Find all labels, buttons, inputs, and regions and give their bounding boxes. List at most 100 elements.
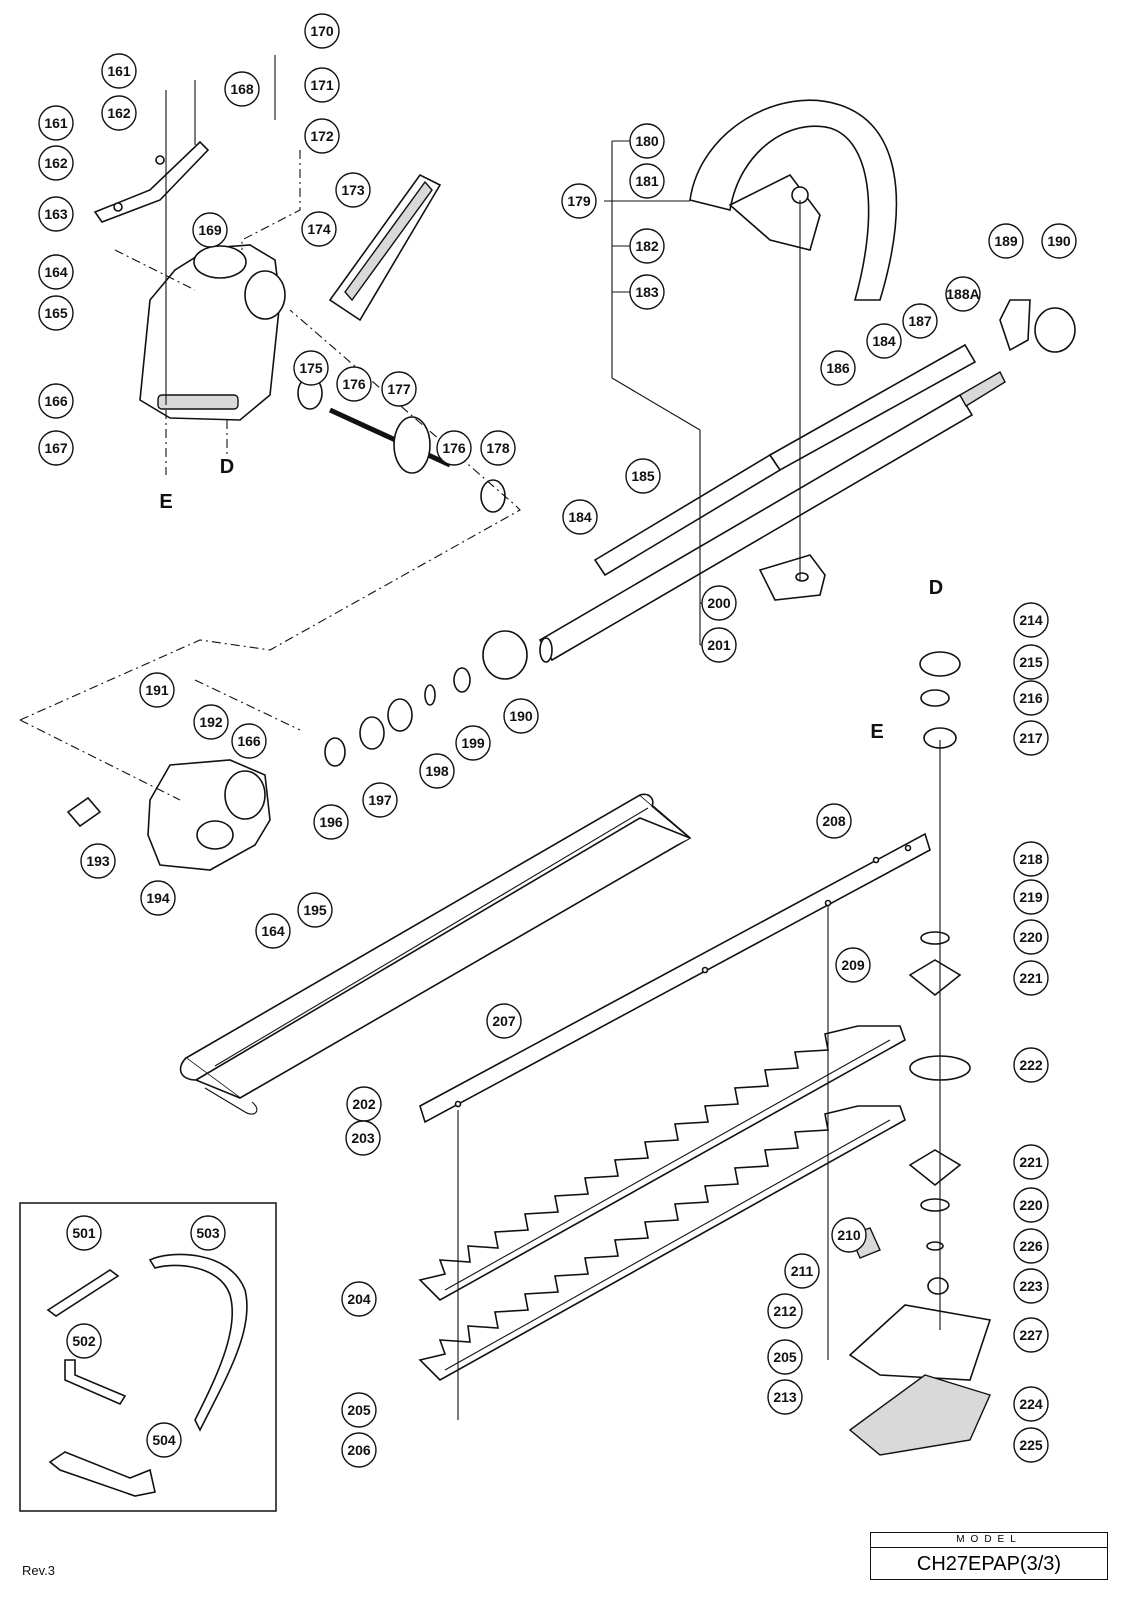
part-label-503: 503 <box>190 1215 226 1251</box>
part-label-circle <box>1013 1187 1049 1223</box>
handle-173 <box>328 173 442 322</box>
part-label-circle <box>140 880 176 916</box>
revision-text: Rev.3 <box>22 1563 55 1578</box>
gear-case-194 <box>66 759 271 871</box>
part-label-200: 200 <box>701 585 737 621</box>
part-label-166: 166 <box>231 723 267 759</box>
part-label-text: 220 <box>1019 929 1043 945</box>
part-label-circle <box>1013 1047 1049 1083</box>
part-label-text: 226 <box>1019 1238 1043 1254</box>
part-label-circle <box>561 183 597 219</box>
part-label-162: 162 <box>101 95 137 131</box>
gear-shaft-177 <box>297 376 506 513</box>
part-label-circle <box>1013 644 1049 680</box>
part-label-text: 190 <box>1047 233 1071 249</box>
part-label-text: 219 <box>1019 889 1043 905</box>
part-label-174: 174 <box>301 211 337 247</box>
part-label-text: 217 <box>1019 730 1043 746</box>
part-label-text: 212 <box>773 1303 797 1319</box>
part-label-circle <box>38 254 74 290</box>
part-label-circle <box>625 458 661 494</box>
part-label-181: 181 <box>629 163 665 199</box>
model-title: MODEL <box>871 1533 1107 1548</box>
part-label-205: 205 <box>341 1392 377 1428</box>
part-label-circle <box>1013 602 1049 638</box>
part-label-184: 184 <box>562 499 598 535</box>
part-label-circle <box>767 1379 803 1415</box>
part-label-circle <box>293 350 329 386</box>
part-label-text: 221 <box>1019 1154 1043 1170</box>
part-label-circle <box>1013 841 1049 877</box>
part-label-172: 172 <box>304 118 340 154</box>
part-label-225: 225 <box>1013 1427 1049 1463</box>
caps-190 <box>482 307 1076 680</box>
part-label-192: 192 <box>193 704 229 740</box>
part-label-circle <box>255 913 291 949</box>
part-label-198: 198 <box>419 753 455 789</box>
part-label-circle <box>66 1215 102 1251</box>
cutting-blades-204 <box>418 1025 906 1381</box>
part-label-161: 161 <box>38 105 74 141</box>
part-label-circle <box>784 1253 820 1289</box>
part-label-circle <box>945 276 981 312</box>
part-label-219: 219 <box>1013 879 1049 915</box>
part-label-text: 213 <box>773 1389 797 1405</box>
part-label-circle <box>820 350 856 386</box>
part-label-text: 181 <box>635 173 659 189</box>
part-label-text: 502 <box>72 1333 96 1349</box>
bracket-163 <box>93 140 210 223</box>
part-label-circle <box>866 323 902 359</box>
part-label-175: 175 <box>293 350 329 386</box>
part-label-text: 196 <box>319 814 343 830</box>
part-label-197: 197 <box>362 782 398 818</box>
part-label-circle <box>146 1422 182 1458</box>
part-label-182: 182 <box>629 228 665 264</box>
part-label-circle <box>38 196 74 232</box>
part-label-text: 169 <box>198 222 222 238</box>
part-label-circle <box>1013 720 1049 756</box>
part-label-221: 221 <box>1013 1144 1049 1180</box>
part-label-circle <box>297 892 333 928</box>
part-label-208: 208 <box>816 803 852 839</box>
part-label-213: 213 <box>767 1379 803 1415</box>
part-label-circle <box>304 67 340 103</box>
part-label-163: 163 <box>38 196 74 232</box>
part-label-text: 503 <box>196 1225 220 1241</box>
part-label-circle <box>101 95 137 131</box>
part-label-164: 164 <box>38 254 74 290</box>
part-label-text: 172 <box>310 128 334 144</box>
part-label-218: 218 <box>1013 841 1049 877</box>
part-label-text: 186 <box>826 360 850 376</box>
part-label-text: 167 <box>44 440 68 456</box>
part-label-206: 206 <box>341 1432 377 1468</box>
part-label-221: 221 <box>1013 960 1049 996</box>
part-label-circle <box>503 698 539 734</box>
blade-bar-203 <box>419 832 931 1124</box>
part-label-210: 210 <box>831 1217 867 1253</box>
part-label-text: 187 <box>908 313 932 329</box>
part-label-text: 176 <box>442 440 466 456</box>
part-label-circle <box>1013 1228 1049 1264</box>
part-label-text: 185 <box>631 468 655 484</box>
part-label-214: 214 <box>1013 602 1049 638</box>
part-label-circle <box>301 211 337 247</box>
part-label-text: 174 <box>307 221 331 237</box>
part-label-text: 215 <box>1019 654 1043 670</box>
part-label-text: 162 <box>44 155 68 171</box>
part-label-text: 184 <box>568 509 592 525</box>
part-label-176: 176 <box>436 430 472 466</box>
part-label-text: 202 <box>352 1096 376 1112</box>
part-label-text: 188A <box>946 286 979 302</box>
part-label-186: 186 <box>820 350 856 386</box>
right-stack <box>848 651 992 1456</box>
part-label-161: 161 <box>101 53 137 89</box>
part-label-circle <box>335 172 371 208</box>
part-label-circle <box>362 782 398 818</box>
part-label-circle <box>988 223 1024 259</box>
part-label-227: 227 <box>1013 1317 1049 1353</box>
part-label-text: 214 <box>1019 612 1043 628</box>
part-label-circle <box>1013 1386 1049 1422</box>
part-label-502: 502 <box>66 1323 102 1359</box>
part-label-text: 182 <box>635 238 659 254</box>
part-label-circle <box>139 672 175 708</box>
